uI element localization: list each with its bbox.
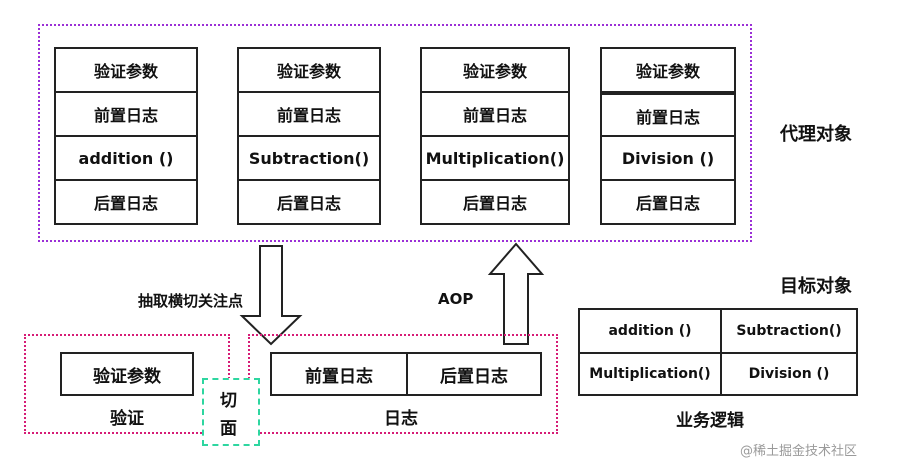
pre-log-cell: 前置日志 <box>420 91 570 137</box>
extract-arrow-icon <box>239 245 303 346</box>
extract-concerns-label: 抽取横切关注点 <box>138 292 244 310</box>
proxy-object-title: 代理对象 <box>780 124 852 145</box>
target-division-cell: Division () <box>720 352 858 396</box>
proxy-object-container <box>38 24 752 242</box>
post-log-cell: 后置日志 <box>420 179 570 225</box>
verify-group-label: 验证 <box>110 409 144 429</box>
pre-log-box: 前置日志 <box>270 352 408 396</box>
aop-arrow-icon <box>487 242 545 345</box>
pre-log-cell: 前置日志 <box>237 91 381 137</box>
validate-params-cell: 验证参数 <box>420 47 570 93</box>
pre-log-cell: 前置日志 <box>600 93 736 139</box>
verify-params-box: 验证参数 <box>60 352 194 396</box>
aspect-label-line1: 切 <box>220 391 237 411</box>
post-log-cell: 后置日志 <box>54 179 198 225</box>
target-addition-cell: addition () <box>578 308 722 354</box>
aspect-label-line2: 面 <box>220 419 237 439</box>
post-log-box: 后置日志 <box>406 352 542 396</box>
method-cell: Division () <box>600 135 736 181</box>
business-logic-caption: 业务逻辑 <box>676 411 744 431</box>
method-cell: Multiplication() <box>420 135 570 181</box>
post-log-cell: 后置日志 <box>237 179 381 225</box>
method-cell: Subtraction() <box>237 135 381 181</box>
post-log-cell: 后置日志 <box>600 179 736 225</box>
validate-params-cell: 验证参数 <box>237 47 381 93</box>
validate-params-cell: 验证参数 <box>600 47 736 93</box>
validate-params-cell: 验证参数 <box>54 47 198 93</box>
aop-label: AOP <box>438 290 474 308</box>
pre-log-cell: 前置日志 <box>54 91 198 137</box>
aspect-box <box>202 378 260 446</box>
method-cell: addition () <box>54 135 198 181</box>
log-group-label: 日志 <box>384 409 418 429</box>
watermark-text: @稀土掘金技术社区 <box>740 444 858 459</box>
target-multiplication-cell: Multiplication() <box>578 352 722 396</box>
target-subtraction-cell: Subtraction() <box>720 308 858 354</box>
target-object-title: 目标对象 <box>780 276 852 297</box>
